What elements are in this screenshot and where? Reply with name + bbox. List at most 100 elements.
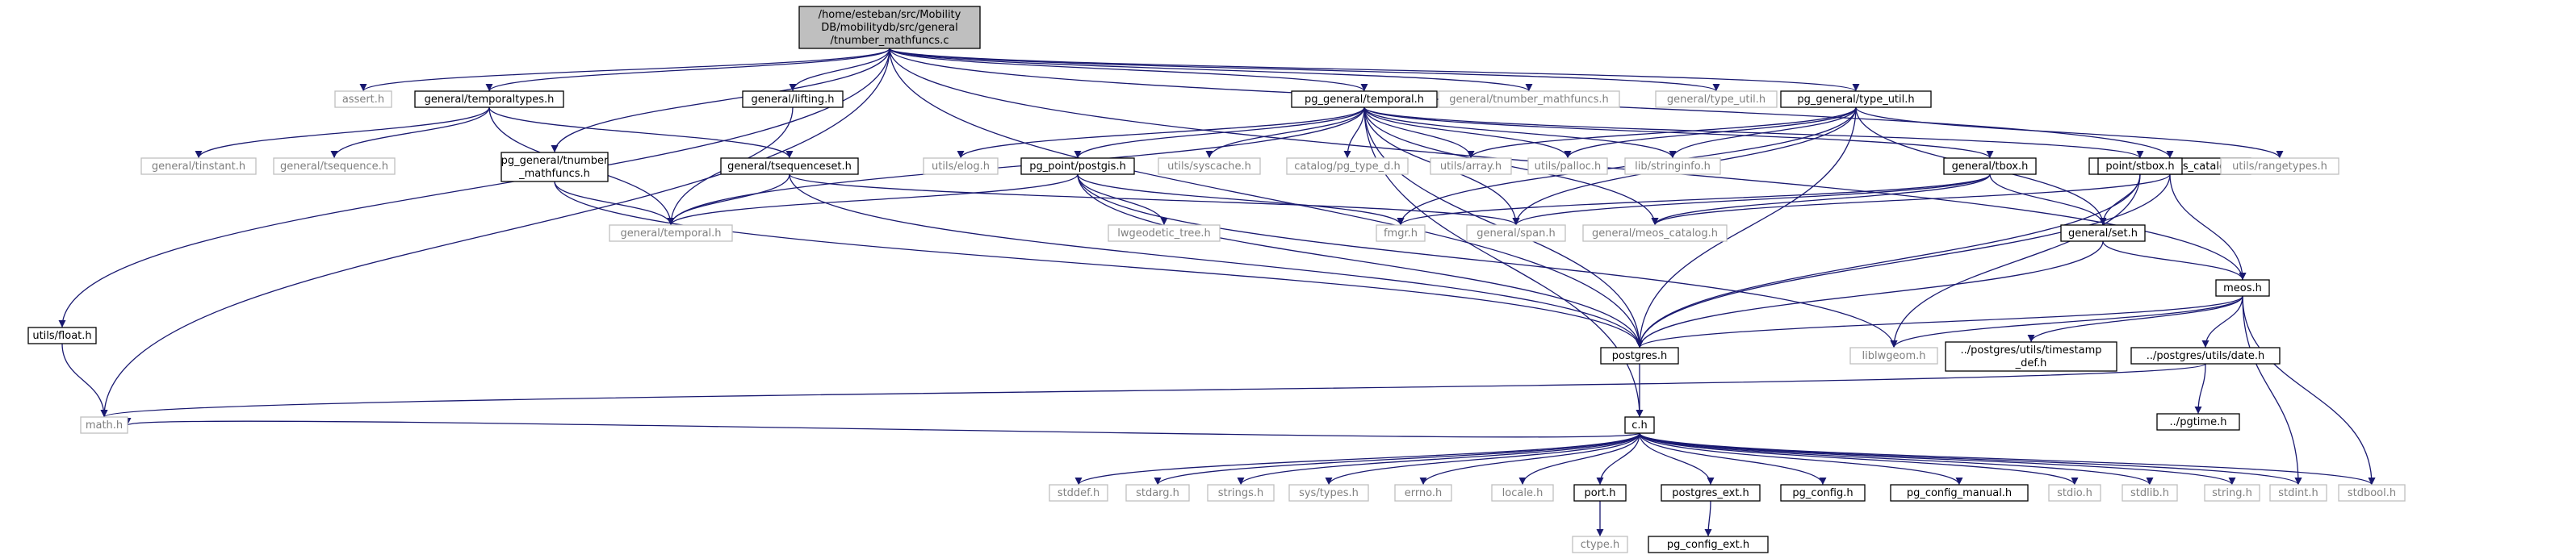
node-stdio-h: stdio.h [2048,484,2101,502]
node-general-tinstant-h: general/tinstant.h [140,157,257,175]
edge-temporaltypes-to-tsequence [330,106,490,159]
edge-ch-to-systypes [1325,432,1640,486]
node-postgres-utils-timestamp-def-h[interactable]: ../postgres/utils/timestamp_def.h [1945,341,2117,372]
node-box [2060,224,2146,242]
node-label: stddef.h [1058,487,1100,499]
node-label: pg_general/tnumber [501,155,609,167]
node-strings-h: strings.h [1207,484,1275,502]
edge-pgtnumber-to-temporalh [554,181,675,226]
node-general-temporaltypes-h[interactable]: general/temporaltypes.h [414,90,564,108]
node-box [1661,484,1761,502]
node-general-meos-catalog-h: general/meos_catalog.h [1582,224,1728,242]
node-box [414,90,564,108]
edge-pgtnumber-to-postgres [554,181,1644,348]
node-label: stdint.h [2278,487,2318,499]
edge-pgtypeutil-to-palloc [1564,106,1857,159]
node-pg-general-temporal-h[interactable]: pg_general/temporal.h [1291,90,1438,108]
edge-root-to-math [100,48,890,418]
node-box [742,90,844,108]
node-label: utils/rangetypes.h [2232,161,2327,173]
node-box [609,224,733,242]
edge-meos-to-date [2201,295,2243,348]
node-pg-config-h[interactable]: pg_config.h [1780,484,1866,502]
edge-tbox-to-gmeos [1651,173,1991,226]
node-pg-point-postgis-h[interactable]: pg_point/postgis.h [1020,157,1135,175]
node-general-lifting-h[interactable]: general/lifting.h [742,90,844,108]
edge-temporaltypes-to-tsequenceset [488,106,794,159]
node-general-set-h[interactable]: general/set.h [2060,224,2146,242]
edge-ch-to-stdarg [1154,432,1640,486]
node-label: lib/stringinfo.h [1635,161,1711,173]
edge-ch-to-string [1639,432,2236,486]
node-box [1288,484,1369,502]
edge-pgtypeutil-to-rangetypes [1855,106,2284,159]
node-general-span-h: general/span.h [1466,224,1566,242]
node-label: strings.h [1218,487,1263,499]
node-label: math.h [86,419,123,432]
edge-pgtypeutil-to-array [1467,106,1857,159]
node-box [2204,484,2260,502]
edge-ch-to-stddef [1074,432,1640,486]
node-home-esteban-src-mobilitydb-mobilitydb-src-general-tnumber-mathfuncs-c[interactable]: /home/esteban/src/MobilityDB/mobilitydb/… [798,6,981,49]
node-ctype-h: ctype.h [1572,536,1628,553]
edge-stbox-to-postgres [1636,173,2141,348]
edge-postgis-to-postgres [1077,173,1644,348]
node-box [273,157,396,175]
edge-tbox-to-span [1512,173,1991,226]
node-label: ../postgres/utils/timestamp [1960,344,2101,357]
node-label: general/tsequenceset.h [727,161,852,173]
node-label: locale.h [1502,487,1544,499]
node-c-h[interactable]: c.h [1624,416,1655,434]
edge-pgtemporal-to-pgtyped [1343,106,1365,159]
node-postgres-h[interactable]: postgres.h [1600,347,1679,365]
node-label: fmgr.h [1384,227,1418,240]
node-label: port.h [1584,487,1615,499]
node-label: lwgeodetic_tree.h [1117,227,1211,240]
node-label: general/tnumber_mathfuncs.h [1449,94,1608,106]
node-box [1207,484,1275,502]
node-box [2130,347,2281,365]
node-box [1108,224,1221,242]
node-general-tsequenceset-h[interactable]: general/tsequenceset.h [720,157,859,175]
node-box [1049,484,1108,502]
node-point-stbox-h[interactable]: point/stbox.h [2097,157,2183,175]
node-label: postgres.h [1612,350,1668,362]
edge-pgtypeutil-to-postgres [1636,106,1857,348]
node-utils-rangetypes-h: utils/rangetypes.h [2220,157,2339,175]
edge-ch-to-errno [1419,432,1640,486]
node-port-h[interactable]: port.h [1573,484,1627,502]
node-box [1491,484,1554,502]
edge-ch-to-port [1596,432,1640,486]
node-label: postgres_ext.h [1672,487,1749,499]
edge-stbox-to-liblwgeom [1890,173,2141,348]
node-catalog-pg-type-d-h: catalog/pg_type_d.h [1286,157,1409,175]
node-label: pg_config_manual.h [1907,487,2012,499]
node-box [2156,413,2240,431]
node-box [2338,484,2406,502]
node-stdlib-h: stdlib.h [2122,484,2178,502]
node-pgtime-h[interactable]: ../pgtime.h [2156,413,2240,431]
edge-pgtemporal-to-tbox [1363,106,1994,159]
edge-root-to-assert [359,48,890,92]
node-postgres-ext-h[interactable]: postgres_ext.h [1661,484,1761,502]
edge-pgext-to-pgconfigext [1704,500,1712,537]
node-pg-general-type-util-h[interactable]: pg_general/type_util.h [1780,90,1932,108]
edge-postgis-to-liblwgeom [1077,173,1898,348]
node-box [1624,157,1721,175]
node-meos-h[interactable]: meos.h [2215,279,2270,297]
node-box [923,157,999,175]
node-utils-float-h[interactable]: utils/float.h [27,327,97,344]
edges-layer [58,48,2376,537]
node-box [1943,157,2037,175]
node-general-tbox-h[interactable]: general/tbox.h [1943,157,2037,175]
node-label: general/temporal.h [620,227,721,240]
nodes-layer: /home/esteban/src/MobilityDB/mobilitydb/… [27,6,2406,553]
node-postgres-utils-date-h[interactable]: ../postgres/utils/date.h [2130,347,2281,365]
node-pg-general-tnumber-mathfuncs-h[interactable]: pg_general/tnumber_mathfuncs.h [501,152,609,182]
edge-pgtypeutil-to-stringinfo [1669,106,1857,159]
node-pg-config-ext-h[interactable]: pg_config_ext.h [1648,536,1769,553]
node-label: pg_point/postgis.h [1029,161,1126,173]
node-assert-h: assert.h [334,90,392,108]
edge-stbox-to-set [2099,173,2141,226]
node-pg-config-manual-h[interactable]: pg_config_manual.h [1890,484,2029,502]
